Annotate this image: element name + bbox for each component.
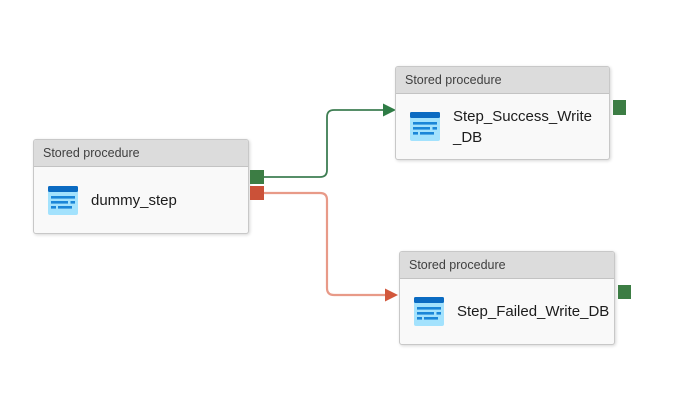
node-header: Stored procedure xyxy=(34,140,248,167)
node-dummy-step[interactable]: Stored procedure dummy_step xyxy=(33,139,249,234)
stored-procedure-icon xyxy=(410,112,440,141)
success-connector[interactable] xyxy=(264,103,396,178)
node-title: Step_Failed_Write_DB xyxy=(457,303,610,320)
node-title: dummy_step xyxy=(91,191,177,209)
success-output-port[interactable] xyxy=(613,100,626,115)
node-type-label: Stored procedure xyxy=(409,258,506,272)
success-output-port[interactable] xyxy=(250,170,264,184)
node-body: Step_Success_Write_DB xyxy=(396,94,609,159)
node-step-success-write-db[interactable]: Stored procedure Step_Success_Write_DB xyxy=(395,66,610,160)
node-body: dummy_step xyxy=(34,167,248,233)
failure-connector[interactable] xyxy=(264,191,398,302)
node-type-label: Stored procedure xyxy=(405,73,502,87)
node-title: Step_Success_Write_DB xyxy=(453,107,592,146)
failure-arrowhead-icon xyxy=(385,288,398,302)
failure-output-port[interactable] xyxy=(250,186,264,200)
node-body: Step_Failed_Write_DB xyxy=(400,279,614,344)
stored-procedure-icon xyxy=(48,185,78,215)
node-step-failed-write-db[interactable]: Stored procedure Step_Failed_Write_DB xyxy=(399,251,615,345)
node-type-label: Stored procedure xyxy=(43,146,140,160)
stored-procedure-icon xyxy=(414,297,444,326)
node-header: Stored procedure xyxy=(396,67,609,94)
success-output-port[interactable] xyxy=(618,285,631,299)
node-header: Stored procedure xyxy=(400,252,614,279)
